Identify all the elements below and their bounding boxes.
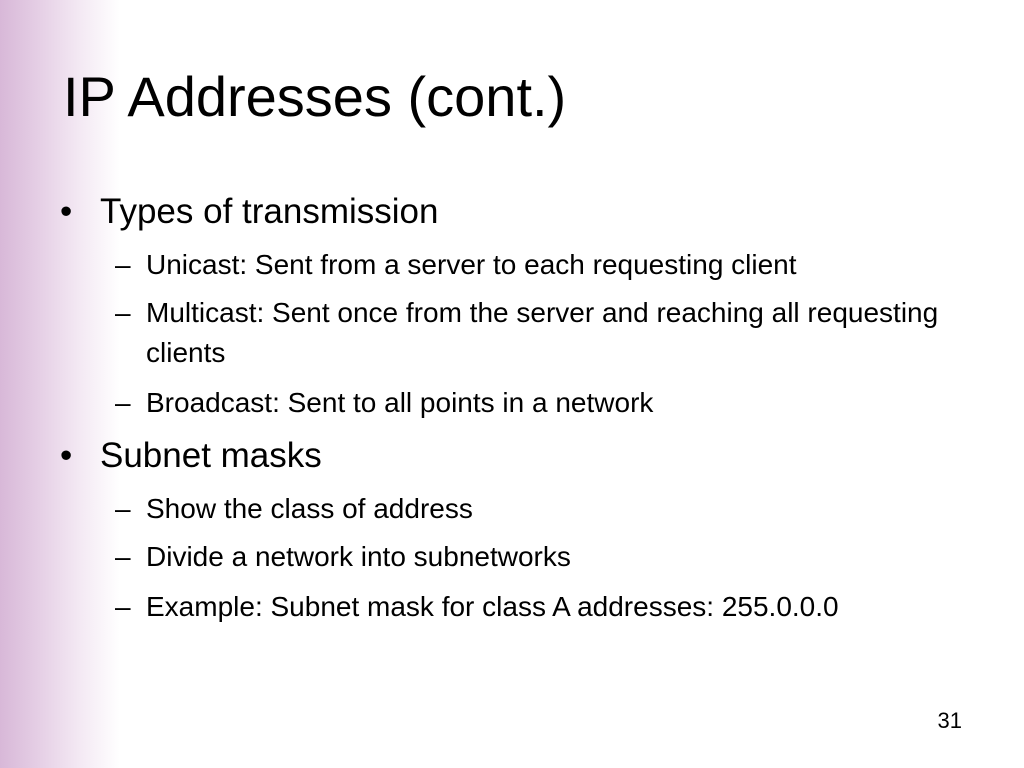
sub-bullet-marker: – [115, 387, 131, 418]
sub-bullet-text: Divide a network into subnetworks [146, 541, 571, 572]
sub-bullet-text: Example: Subnet mask for class A address… [146, 591, 839, 622]
sub-bullet-marker: – [115, 297, 131, 328]
sub-bullet-marker: – [115, 591, 131, 622]
sub-bullet-marker: – [115, 541, 131, 572]
decorative-side-band [0, 0, 120, 768]
bullet-marker: • [60, 436, 73, 475]
bullet-text: Types of transmission [100, 192, 439, 231]
slide-number: 31 [937, 708, 962, 733]
sub-bullet-text: Unicast: Sent from a server to each requ… [146, 249, 797, 280]
sub-bullet-text: Multicast: Sent once from the server and… [146, 297, 939, 368]
slide-title: IP Addresses (cont.) [63, 65, 567, 128]
sub-bullet-marker: – [115, 493, 131, 524]
sub-bullet-marker: – [115, 249, 131, 280]
bullet-text: Subnet masks [100, 436, 322, 475]
sub-bullet-text: Show the class of address [146, 493, 473, 524]
bullet-marker: • [60, 192, 73, 231]
sub-bullet-text: Broadcast: Sent to all points in a netwo… [146, 387, 654, 418]
